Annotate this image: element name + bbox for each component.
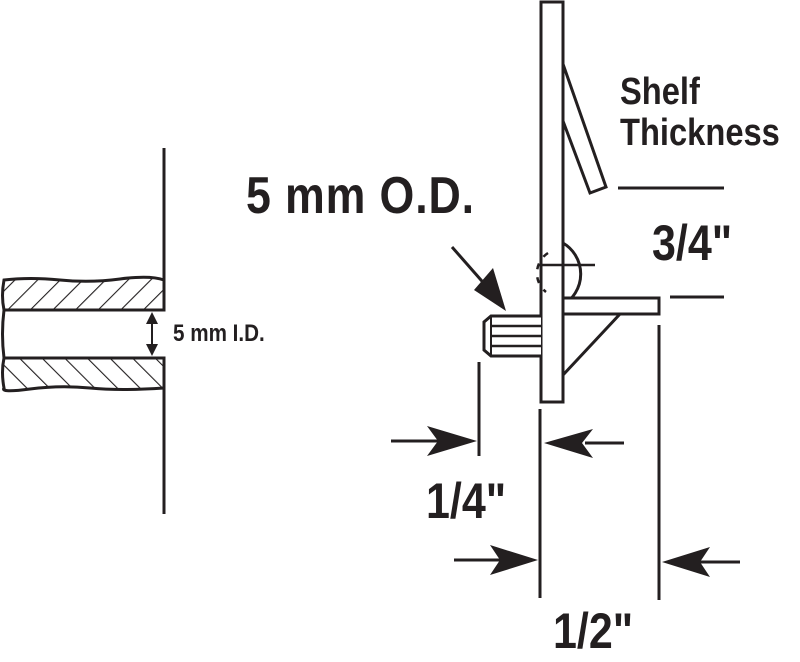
bracket-assembly: [450, 0, 661, 404]
extension-lines: [477, 325, 661, 600]
bore-left-edge: [1, 309, 6, 359]
half-inch-dimension: [454, 545, 740, 577]
shelf-thickness-line2: Thickness: [620, 112, 780, 155]
upper-hatched-wall: [1, 275, 166, 312]
arrow-right-icon: [490, 545, 538, 575]
bracket-depth-label: 1/2": [553, 603, 634, 659]
shelf-ledge: [561, 296, 661, 316]
inner-diameter-label: 5 mm I.D.: [173, 320, 265, 347]
lower-hatched-wall: [1, 356, 166, 393]
id-arrow-down-icon: [146, 344, 158, 356]
pivot-arc-hidden: [535, 251, 549, 293]
id-arrow-up-icon: [146, 312, 158, 324]
shelf-thickness-line1: Shelf: [620, 71, 700, 113]
shelf-thickness-value: 3/4": [652, 215, 733, 271]
bracket-plate: [539, 0, 565, 404]
arrow-right-icon: [427, 426, 477, 456]
shelf-thickness-label: Shelf Thickness: [620, 71, 780, 155]
support-pin: [482, 314, 541, 358]
arrow-left-icon: [662, 547, 710, 577]
arrow-left-icon: [544, 429, 593, 458]
pivot-arc: [562, 241, 583, 307]
hole-cross-section: [1, 148, 166, 514]
outer-diameter-label: 5 mm O.D.: [246, 167, 475, 225]
quarter-inch-dimension: [391, 426, 624, 458]
bracket-gusset: [561, 312, 622, 377]
shelf-thickness-dimension: [618, 186, 724, 299]
od-arrow-icon: [474, 268, 506, 311]
shelf-panel: [561, 63, 608, 195]
pin-length-label: 1/4": [426, 473, 507, 529]
